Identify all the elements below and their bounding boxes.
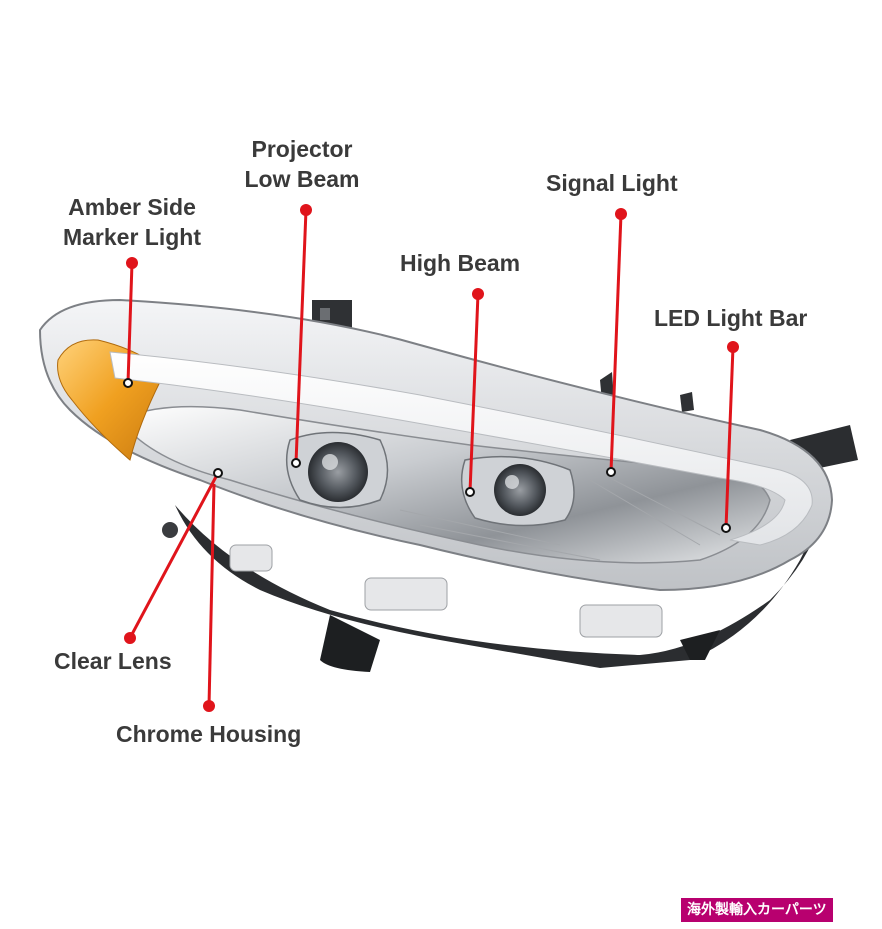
leader-lines bbox=[126, 209, 735, 707]
dot-led-light-bar bbox=[727, 341, 739, 353]
label-led-light-bar: LED Light Bar bbox=[654, 305, 808, 331]
label-clear-lens: Clear Lens bbox=[54, 648, 172, 674]
label-high-beam: High Beam bbox=[400, 250, 521, 276]
leader-signal-light bbox=[609, 213, 623, 473]
leader-high-beam bbox=[468, 293, 480, 493]
dot-projector-low-beam bbox=[300, 204, 312, 216]
dot-chrome-housing bbox=[203, 700, 215, 712]
target-led-light-bar bbox=[721, 523, 731, 533]
target-projector-low-beam bbox=[291, 458, 301, 468]
target-points bbox=[123, 378, 731, 533]
dot-high-beam bbox=[472, 288, 484, 300]
label-projector-low-beam-line1: Projector bbox=[251, 136, 353, 162]
reflector-lines bbox=[399, 477, 721, 561]
leader-chrome-housing bbox=[207, 483, 216, 707]
high-beam-shape bbox=[460, 455, 575, 527]
projector-low-beam-shape bbox=[285, 431, 389, 509]
leader-clear-lens bbox=[128, 472, 220, 639]
leader-amber-side-marker bbox=[126, 262, 134, 384]
dot-amber-side-marker bbox=[126, 257, 138, 269]
target-amber-side-marker bbox=[123, 378, 133, 388]
label-amber-side-marker-line2: Marker Light bbox=[62, 224, 202, 250]
leader-projector-low-beam bbox=[294, 209, 308, 464]
label-amber-side-marker-line1: Amber Side bbox=[68, 194, 196, 220]
leader-led-light-bar bbox=[724, 346, 735, 529]
bottom-reflectors bbox=[229, 544, 663, 638]
target-signal-light bbox=[606, 467, 616, 477]
watermark-badge: 海外製輸入カーパーツ bbox=[681, 898, 833, 922]
target-clear-lens bbox=[213, 468, 223, 478]
target-high-beam bbox=[465, 487, 475, 497]
label-amber-side-marker: Amber Side Marker Light bbox=[52, 192, 212, 252]
label-projector-low-beam: Projector Low Beam bbox=[232, 134, 372, 194]
label-chrome-housing: Chrome Housing bbox=[116, 721, 302, 747]
led-light-bar-shape bbox=[109, 351, 813, 546]
label-projector-low-beam-line2: Low Beam bbox=[244, 166, 360, 192]
dot-clear-lens bbox=[124, 632, 136, 644]
leader-dots bbox=[124, 204, 739, 712]
dot-signal-light bbox=[615, 208, 627, 220]
label-signal-light: Signal Light bbox=[546, 170, 678, 196]
